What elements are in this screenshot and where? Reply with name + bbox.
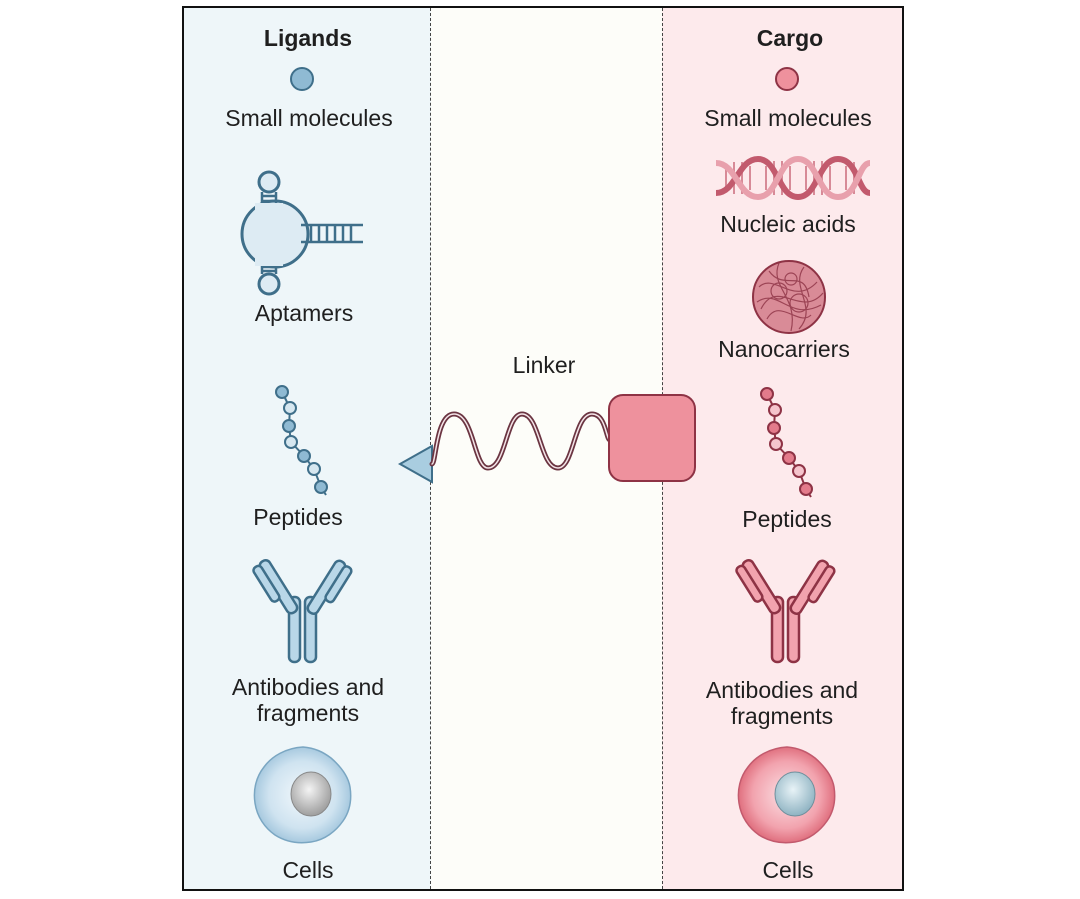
- cell-icon: [253, 746, 352, 844]
- aptamers-label: Aptamers: [254, 300, 354, 326]
- square-icon: [608, 394, 696, 482]
- diagram-frame: [182, 6, 904, 891]
- cargo-peptides-label: Peptides: [742, 506, 832, 532]
- antibody-icon: [252, 559, 353, 664]
- linker-label: Linker: [512, 352, 576, 378]
- cargo-antibodies-label: Antibodies and: [705, 677, 859, 703]
- ligand-cells-label: Cells: [282, 857, 334, 883]
- ligand-small-molecules-label: Small molecules: [225, 105, 393, 131]
- nucleic-acids-label: Nucleic acids: [720, 211, 856, 237]
- aptamer-icon: [240, 170, 363, 296]
- cargo-small-molecules-label: Small molecules: [704, 105, 872, 131]
- linker-assembly: [397, 394, 696, 484]
- circle-icon: [290, 67, 314, 91]
- cargo-fragments-label: fragments: [730, 703, 834, 729]
- peptide-chain-icon: [760, 387, 813, 498]
- cell-icon: [737, 746, 836, 844]
- cargo-heading: Cargo: [756, 25, 824, 51]
- ligands-heading: Ligands: [263, 25, 353, 51]
- triangle-icon: [397, 444, 433, 484]
- nanocarriers-label: Nanocarriers: [718, 336, 850, 362]
- cargo-panel: [662, 8, 902, 889]
- ligand-antibodies-label: Antibodies and: [231, 674, 385, 700]
- antibody-icon: [735, 559, 836, 664]
- peptide-chain-icon: [275, 385, 328, 496]
- dna-helix-icon: [715, 155, 871, 201]
- ligands-panel: [184, 8, 431, 889]
- ligand-fragments-label: fragments: [256, 700, 360, 726]
- circle-icon: [775, 67, 799, 91]
- nanocarrier-icon: [752, 260, 826, 334]
- cargo-cells-label: Cells: [762, 857, 814, 883]
- ligand-peptides-label: Peptides: [253, 504, 343, 530]
